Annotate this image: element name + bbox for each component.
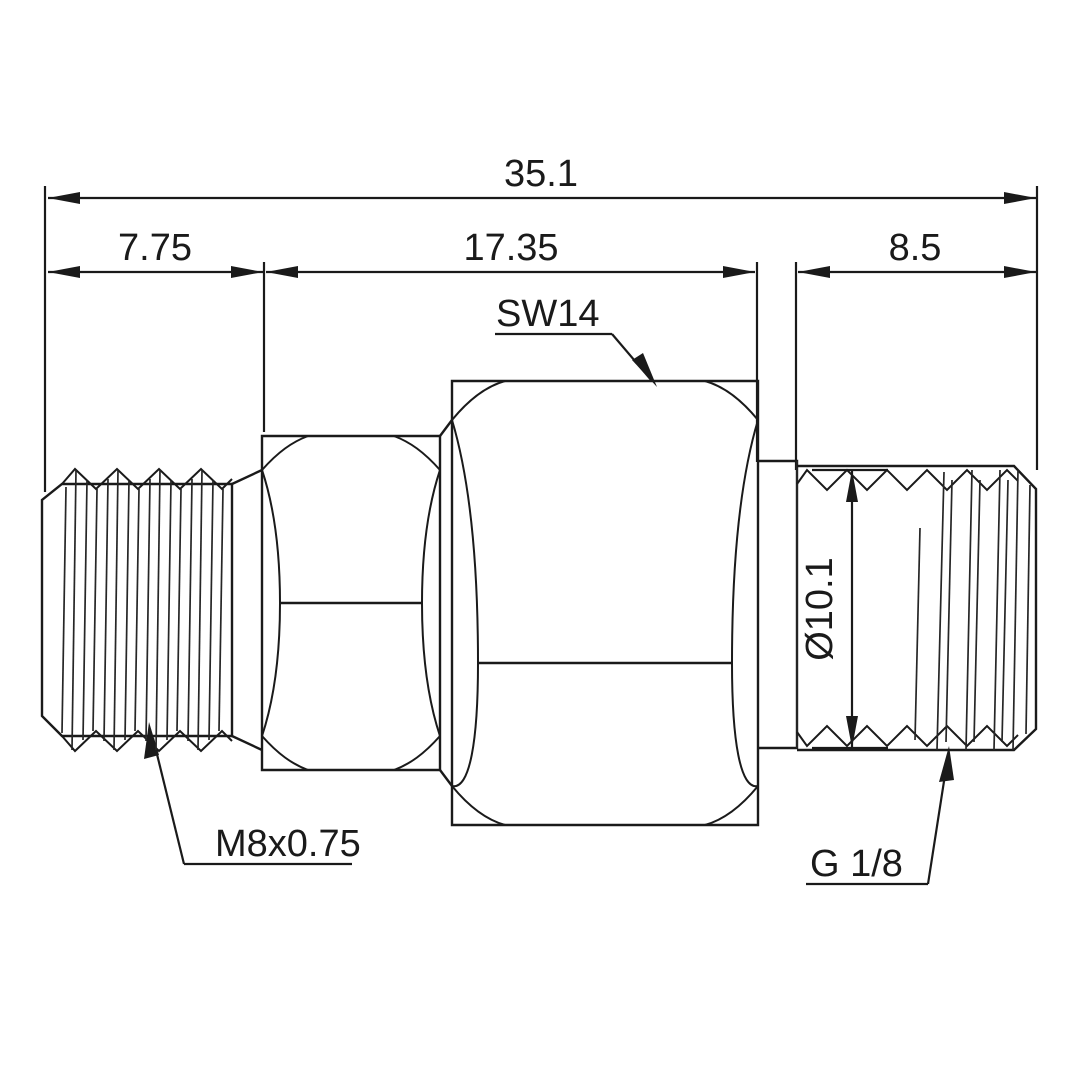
arrowhead-left-1735 — [266, 266, 298, 278]
part-large-hex — [450, 379, 760, 827]
large-hex-chamfer-arc-tl — [451, 380, 506, 421]
right-thread-outline — [797, 464, 1038, 752]
collar-outline — [758, 459, 799, 750]
dimension-diameter: Ø10.1 — [799, 468, 888, 750]
callout-g18: G 1/8 — [806, 746, 954, 886]
part-small-hex — [260, 434, 442, 772]
part-collar — [758, 459, 799, 750]
dimension-value-body: 17.35 — [463, 227, 558, 269]
mid-shank-bottom — [439, 769, 453, 787]
callout-label-g18: G 1/8 — [810, 843, 903, 885]
large-hex-chamfer-arc-bl — [451, 785, 506, 826]
left-thread-root-lines — [61, 469, 224, 751]
small-hex-chamfer-arc-br — [393, 735, 441, 771]
part-right-thread — [796, 464, 1038, 752]
dimension-right-thread-length: 8.5 — [798, 227, 1036, 278]
arrowhead-right-1735 — [723, 266, 755, 278]
arrowhead-right-overall — [1004, 192, 1036, 204]
large-hex-chamfer-arc-br — [704, 785, 759, 826]
small-hex-chamfer-arc-tr — [393, 435, 441, 471]
left-shank-top-taper — [231, 468, 263, 486]
arrowhead-left-overall — [48, 192, 80, 204]
callout-label-m8x075: M8x0.75 — [215, 823, 361, 865]
part-left-thread — [40, 467, 263, 753]
large-hex-left-curve — [451, 419, 480, 788]
dimension-value-overall: 35.1 — [504, 153, 578, 195]
dimension-overall-length: 35.1 — [48, 153, 1036, 204]
arrowhead-dia-top — [846, 470, 858, 502]
arrowhead-g18 — [939, 746, 954, 782]
extension-lines — [43, 186, 1039, 492]
callout-leader-m8x075 — [151, 737, 186, 865]
left-thread-crest-bottom — [61, 729, 233, 753]
right-thread-root-lines — [914, 469, 1031, 751]
small-hex-left-curve — [261, 469, 282, 737]
left-thread-crest-top — [61, 467, 233, 491]
large-hex-chamfer-arc-tr — [704, 380, 759, 421]
callout-leader-g18 — [926, 761, 949, 885]
arrowhead-dia-bottom — [846, 716, 858, 748]
arrowhead-sw14 — [632, 353, 657, 387]
dimension-left-thread-length: 7.75 — [48, 227, 263, 278]
dimension-value-left-thread: 7.75 — [118, 227, 192, 269]
large-hex-right-curve — [730, 419, 759, 788]
callout-label-sw14: SW14 — [496, 293, 599, 335]
arrowhead-left-85 — [798, 266, 830, 278]
dimension-value-diameter: Ø10.1 — [799, 557, 841, 661]
mid-shank-top — [439, 419, 453, 437]
small-hex-chamfer-arc-tl — [261, 435, 309, 471]
right-thread-crest-bottom — [796, 724, 1019, 748]
right-thread-crest-top — [796, 468, 1019, 492]
arrowhead-right-85 — [1004, 266, 1036, 278]
arrowhead-right-775 — [231, 266, 263, 278]
left-shank-bottom-taper — [231, 734, 263, 752]
part-mid-shank — [439, 419, 453, 787]
small-hex-right-curve — [420, 469, 441, 737]
small-hex-chamfer-arc-bl — [261, 735, 309, 771]
arrowhead-left-775 — [48, 266, 80, 278]
large-hex-outline — [450, 379, 760, 827]
callout-m8x075: M8x0.75 — [144, 722, 361, 866]
dimension-value-right-thread: 8.5 — [889, 227, 942, 269]
dimension-body-length: 17.35 — [266, 227, 755, 278]
callout-sw14: SW14 — [495, 293, 657, 387]
